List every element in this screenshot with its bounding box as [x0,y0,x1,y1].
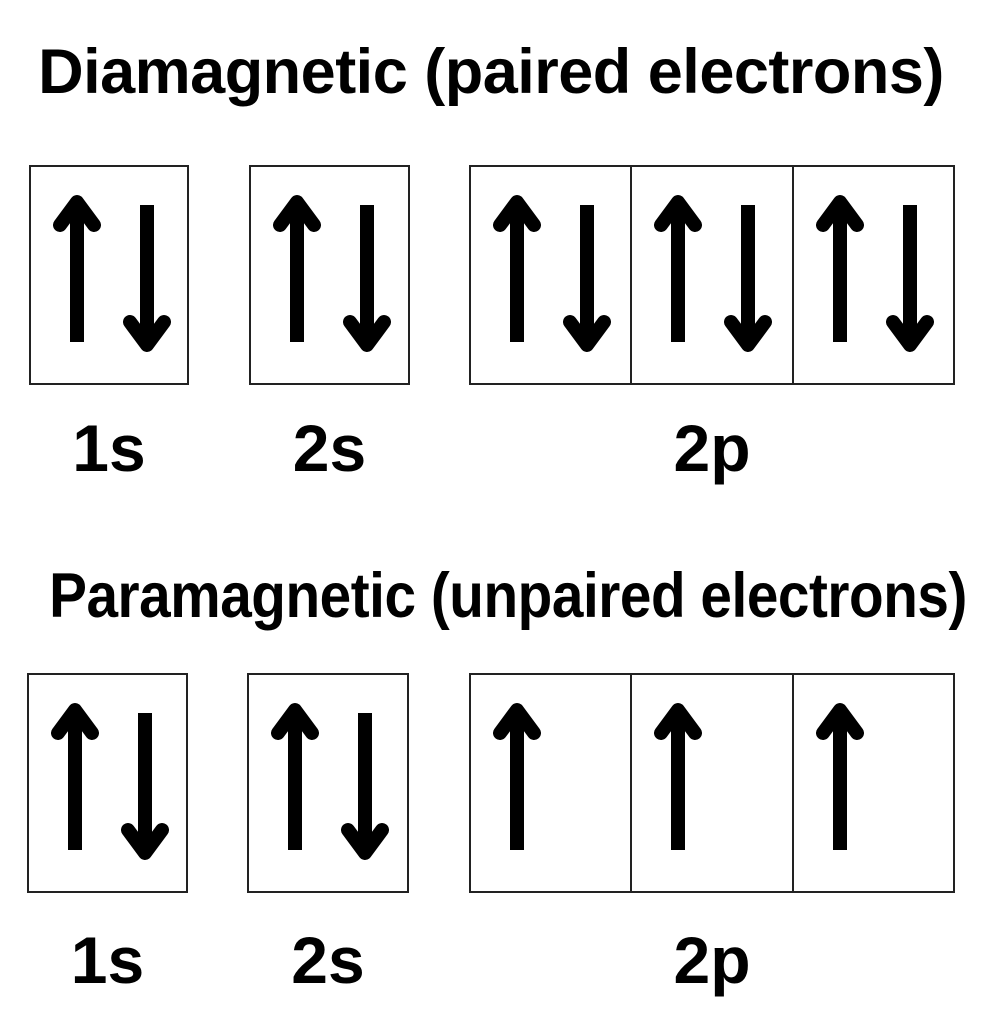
diamagnetic-1s-label: 1s [72,411,146,485]
paramagnetic-1s-box [27,673,188,893]
paramagnetic-2p-label: 2p [673,923,751,997]
paramagnetic-2s-label: 2s [291,923,365,997]
diamagnetic-2p-cell-1 [471,167,630,383]
paramagnetic-title: Paramagnetic (unpaired electrons) [49,561,967,631]
spin-down-arrow-icon [343,205,391,352]
paramagnetic-1s-label: 1s [70,923,145,997]
diamagnetic-2s-label: 2s [292,411,367,485]
diamagnetic-title: Diamagnetic (paired electrons) [38,37,944,107]
spin-down-arrow-icon [123,205,171,352]
diamagnetic-2s-box [249,165,410,385]
spin-down-arrow-icon [121,713,169,860]
paramagnetic-2p-cell-2 [630,675,791,891]
paramagnetic-2p-boxes [469,673,955,893]
diamagnetic-1s-box [29,165,189,385]
spin-up-arrow-icon [654,195,703,342]
spin-up-arrow-icon [493,195,541,342]
paramagnetic-2p-cell-3 [791,675,953,891]
paramagnetic-2s-box [247,673,409,893]
spin-up-arrow-icon [815,195,864,342]
paramagnetic-2p-cell-1 [471,675,630,891]
spin-up-arrow-icon [815,703,864,850]
spin-up-arrow-icon [271,703,319,850]
spin-down-arrow-icon [885,205,934,352]
spin-down-arrow-icon [563,205,611,352]
diamagnetic-2p-cell-2 [630,167,791,383]
spin-down-arrow-icon [724,205,773,352]
diamagnetic-2p-cell-3 [791,167,953,383]
spin-down-arrow-icon [341,713,389,860]
spin-up-arrow-icon [493,703,541,850]
spin-up-arrow-icon [51,703,99,850]
spin-up-arrow-icon [53,195,101,342]
diamagnetic-2p-label: 2p [673,411,751,485]
diamagnetic-2p-boxes [469,165,955,385]
spin-up-arrow-icon [654,703,703,850]
spin-up-arrow-icon [273,195,321,342]
